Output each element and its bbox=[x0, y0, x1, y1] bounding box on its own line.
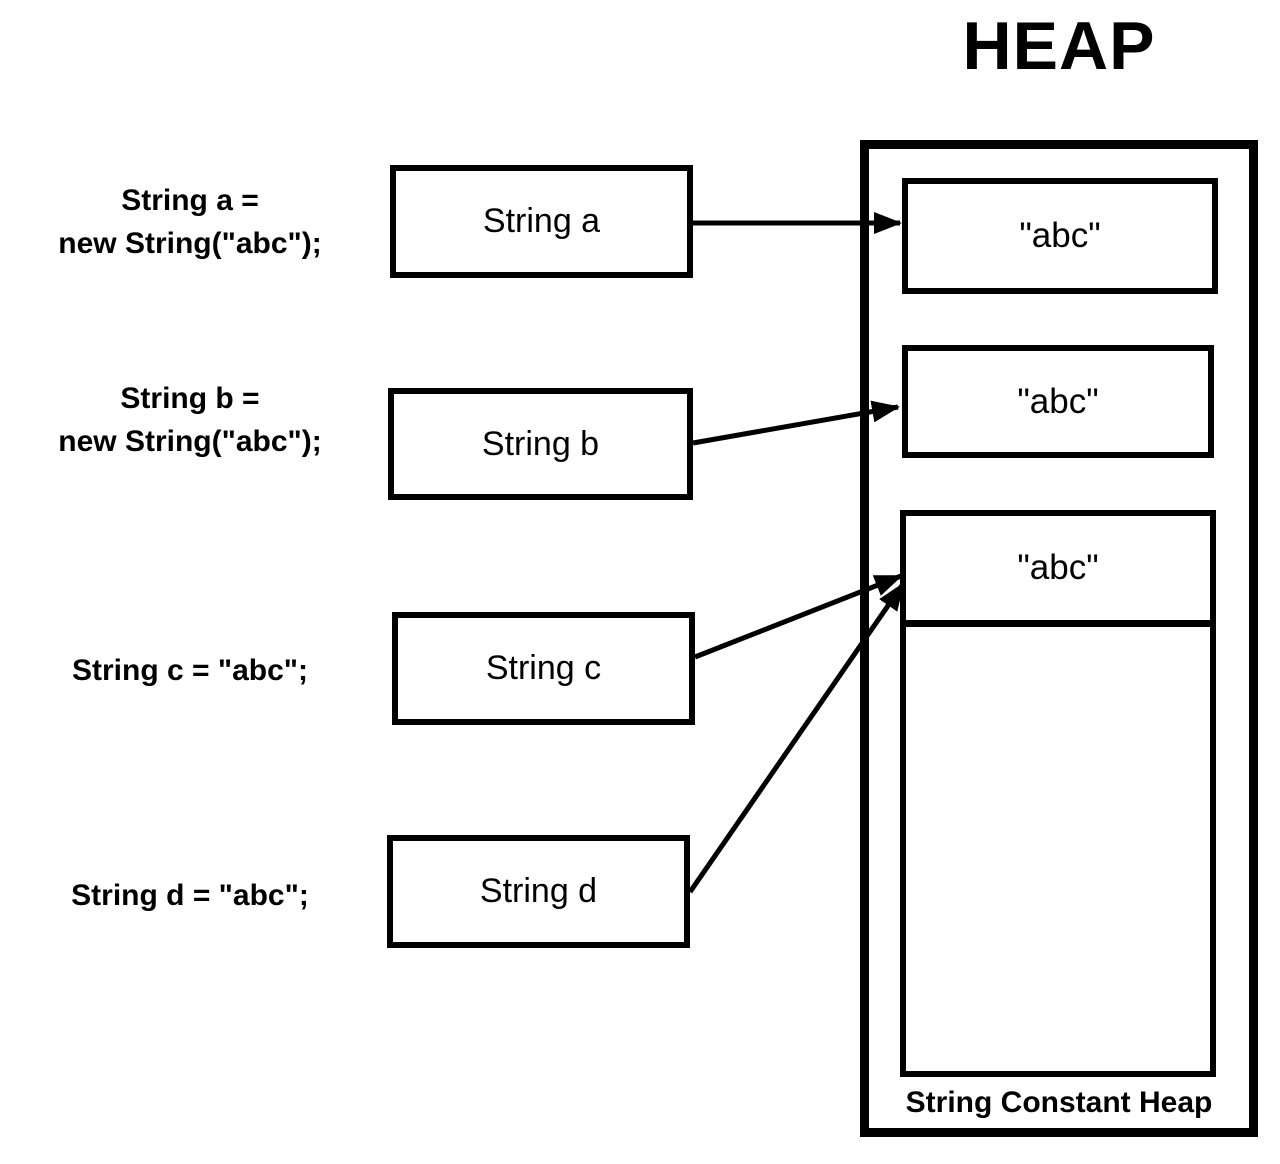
statement-b-line-2: new String("abc"); bbox=[58, 425, 322, 458]
statement-d-line-1: String d = "abc"; bbox=[71, 879, 309, 912]
heap-object-abc-2: "abc" bbox=[902, 345, 1214, 458]
statement-a-line-2: new String("abc"); bbox=[58, 227, 322, 260]
variable-box-string-a-label: String a bbox=[482, 202, 601, 240]
variable-box-string-c-label: String c bbox=[485, 649, 602, 687]
statement-a-line-1: String a = bbox=[121, 184, 259, 217]
string-constant-heap-entry-abc: "abc" bbox=[906, 516, 1210, 627]
statement-c: String c = "abc"; bbox=[10, 649, 370, 692]
string-constant-heap-label: String Constant Heap bbox=[905, 1086, 1213, 1119]
statement-d: String d = "abc"; bbox=[10, 874, 370, 917]
string-constant-heap-box: "abc" bbox=[900, 510, 1216, 1077]
variable-box-string-c: String c bbox=[392, 612, 695, 725]
heap-object-abc-2-value: "abc" bbox=[1017, 381, 1099, 421]
statement-b: String b = new String("abc"); bbox=[10, 377, 370, 463]
heap-title: HEAP bbox=[962, 8, 1156, 84]
heap-object-abc-1-value: "abc" bbox=[1019, 216, 1101, 255]
string-constant-heap-entry-abc-value: "abc" bbox=[1017, 548, 1099, 587]
variable-box-string-b: String b bbox=[388, 388, 693, 500]
variable-box-string-d-label: String d bbox=[479, 872, 598, 910]
statement-a: String a = new String("abc"); bbox=[10, 179, 370, 265]
statement-c-line-1: String c = "abc"; bbox=[71, 654, 308, 687]
variable-box-string-b-label: String b bbox=[481, 424, 600, 463]
variable-box-string-d: String d bbox=[387, 835, 690, 948]
statement-b-line-1: String b = bbox=[120, 382, 260, 415]
variable-box-string-a: String a bbox=[390, 165, 693, 278]
heap-object-abc-1: "abc" bbox=[902, 178, 1218, 294]
